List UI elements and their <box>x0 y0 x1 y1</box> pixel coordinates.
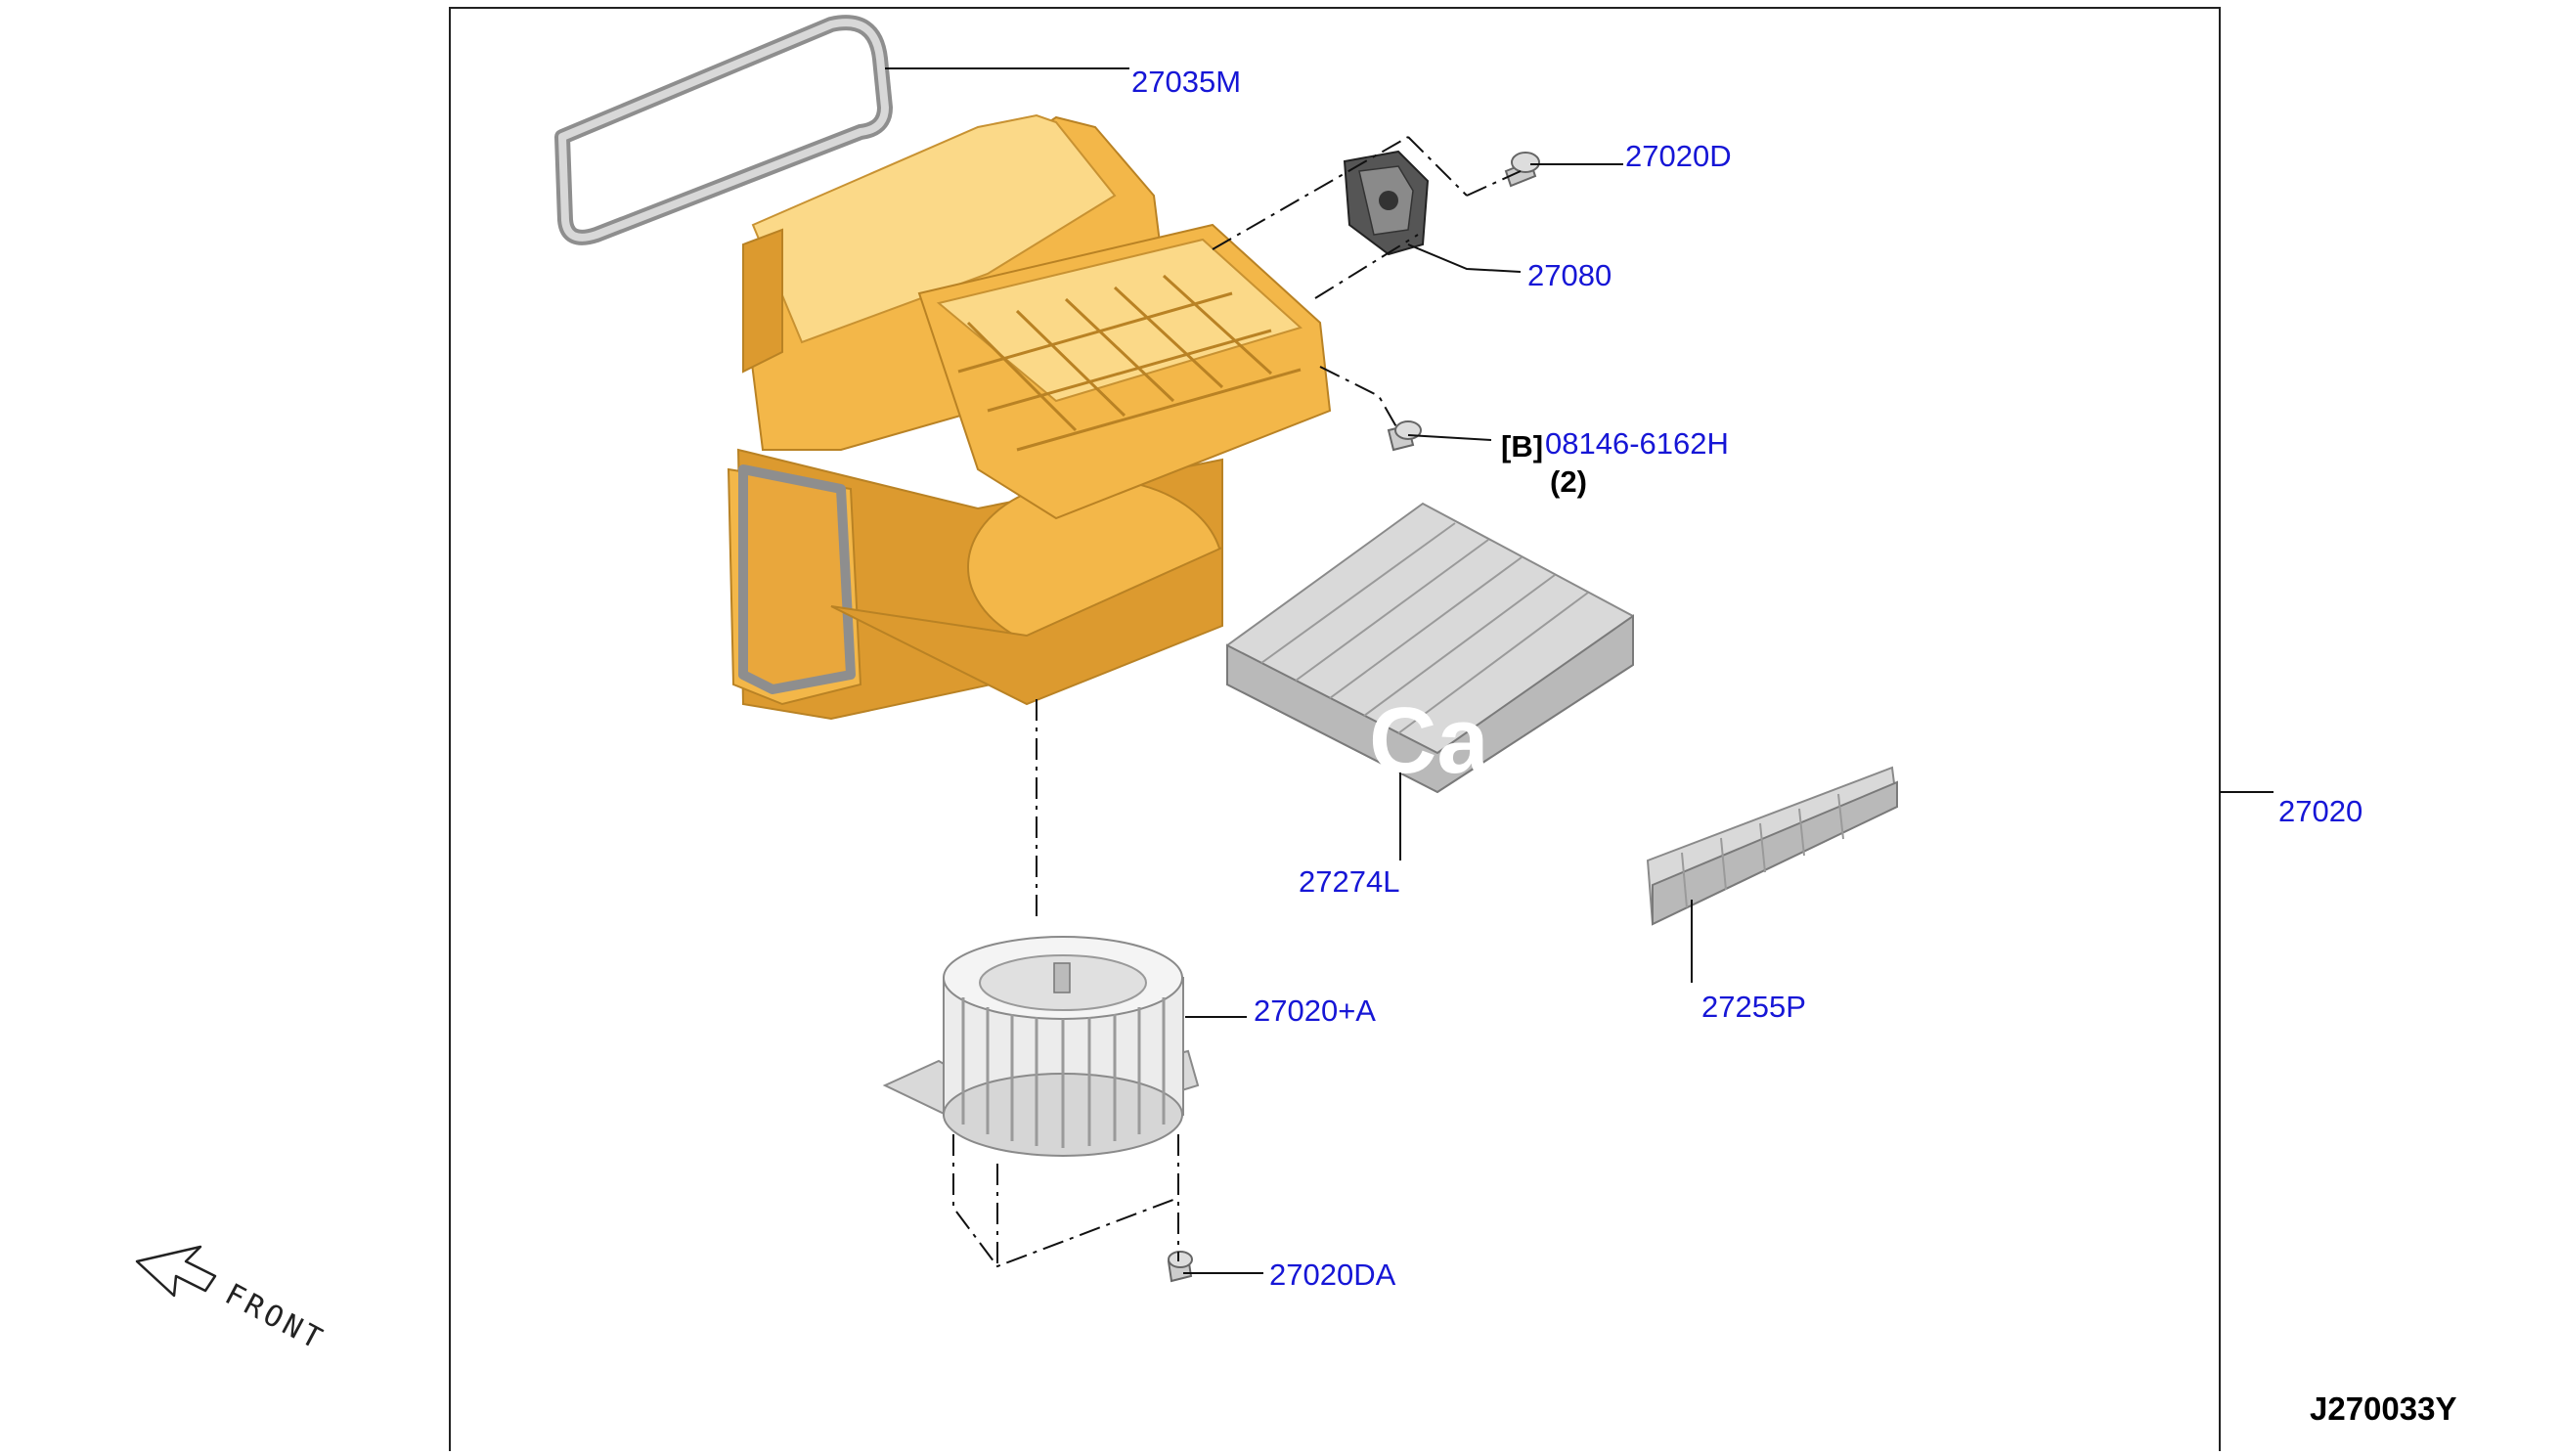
leader-lines <box>885 67 2274 1274</box>
screw-top-illustration <box>1504 152 1540 188</box>
label-blower-motor: 27020+A <box>1254 993 1376 1028</box>
label-bolt: 08146-6162H <box>1545 426 1729 461</box>
bolt-illustration <box>1387 420 1422 452</box>
blower-housing-illustration <box>727 113 1332 721</box>
label-actuator: 27080 <box>1527 258 1612 292</box>
screw-bottom-illustration <box>1167 1251 1193 1283</box>
front-label: FRONT <box>219 1277 331 1358</box>
filter-cover-illustration <box>1646 766 1899 926</box>
label-bolt-prefix: [B] <box>1501 429 1543 463</box>
front-arrow-icon <box>135 1245 217 1298</box>
label-screw-top: 27020D <box>1625 139 1732 173</box>
diagram-reference-code: J270033Y <box>2310 1390 2456 1427</box>
label-bolt-qty: (2) <box>1550 464 1587 499</box>
front-direction-indicator: FRONT <box>135 1245 331 1358</box>
label-filter: 27274L <box>1299 864 1399 899</box>
filter-illustration <box>1226 502 1634 794</box>
actuator-illustration <box>1343 150 1430 256</box>
label-filter-cover: 27255P <box>1701 990 1806 1024</box>
label-gasket: 27035M <box>1131 65 1241 99</box>
label-screw-bottom: 27020DA <box>1269 1257 1396 1292</box>
gasket-illustration <box>554 15 893 245</box>
watermark-text: Ca <box>1369 688 1489 793</box>
blower-motor-illustration <box>882 936 1200 1157</box>
label-assembly: 27020 <box>2278 794 2362 828</box>
assembly-dash-lines <box>952 136 1522 1268</box>
